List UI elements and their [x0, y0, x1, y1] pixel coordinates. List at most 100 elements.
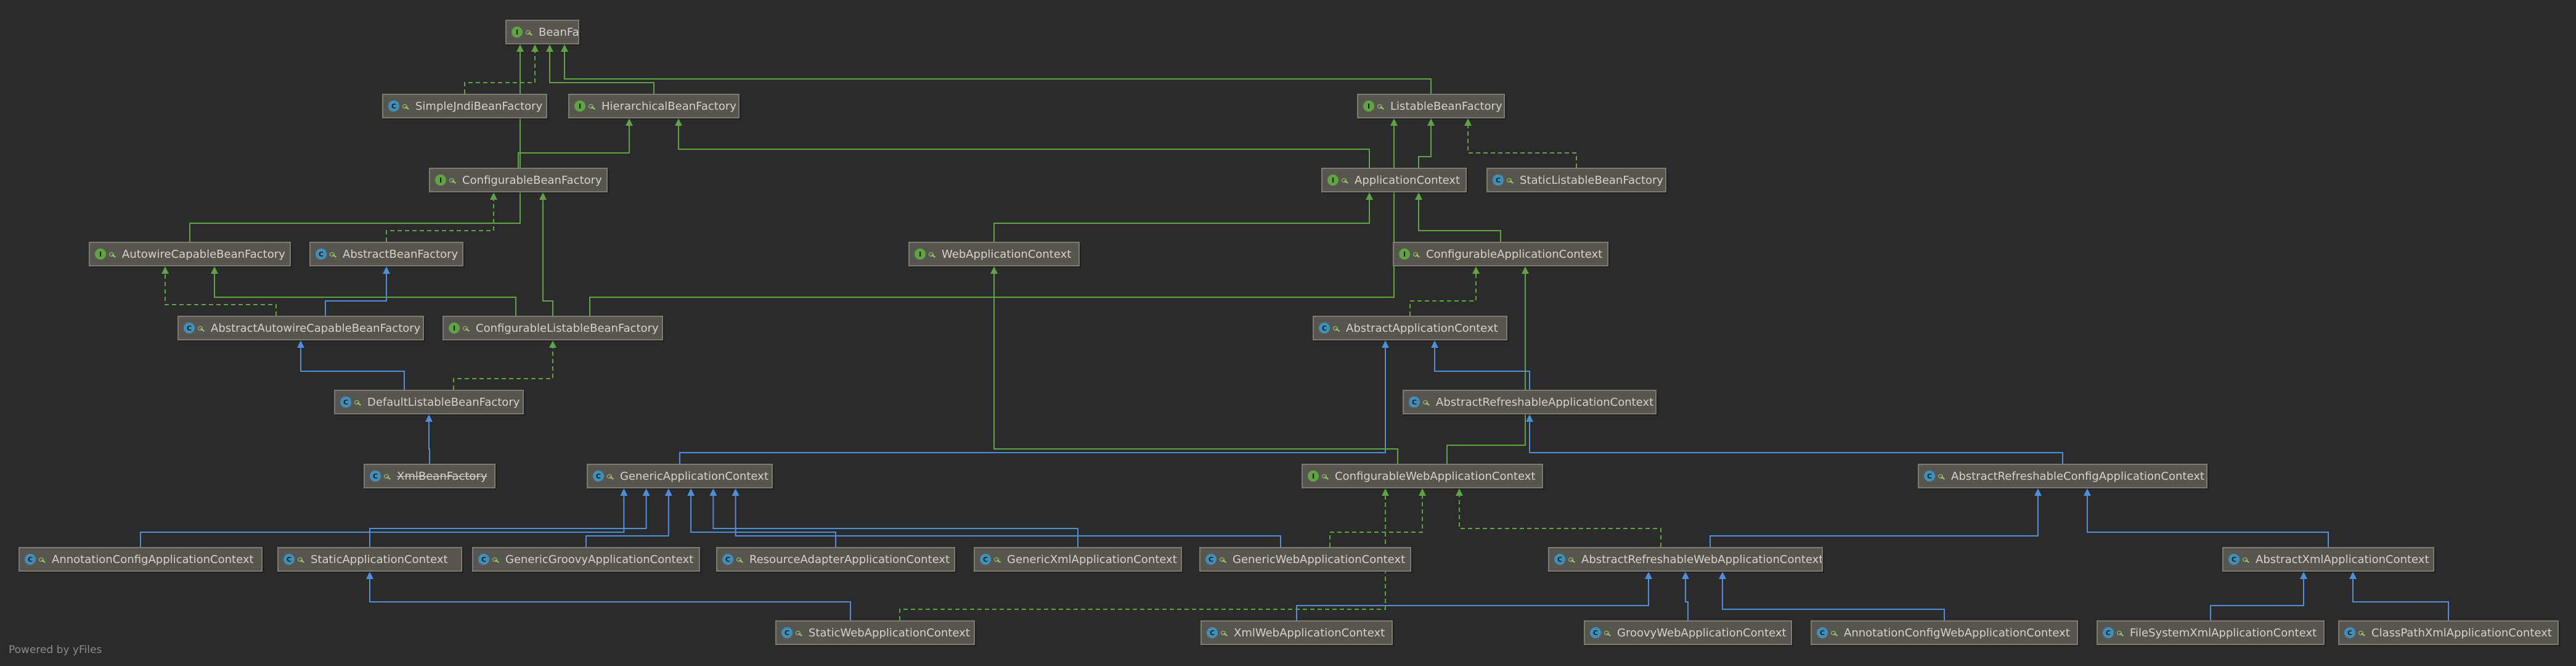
public-visibility-icon [1377, 104, 1384, 109]
public-visibility-icon [929, 252, 935, 257]
class-icon: C [340, 397, 351, 408]
node-label: StaticListableBeanFactory [1520, 173, 1664, 187]
edge-listable-bean-factory-to-bean-factory [561, 44, 1432, 94]
node-label: AbstractBeanFactory [343, 247, 459, 261]
edge-configurable-web-application-context-to-web-application-context [990, 266, 1398, 464]
interface-icon: I [1399, 249, 1410, 260]
public-visibility-icon [39, 557, 46, 562]
edge-abstract-refreshable-web-application-context-to-configurable-web-application-context [1456, 488, 1661, 547]
public-visibility-icon [2117, 630, 2124, 636]
public-visibility-icon [736, 557, 743, 562]
edge-static-web-application-context-to-static-application-context [366, 572, 851, 620]
class-icon: C [2103, 627, 2114, 638]
interface-icon: I [512, 27, 523, 38]
class-icon: C [2344, 627, 2355, 638]
public-visibility-icon [109, 252, 116, 257]
node-label: DefaultListableBeanFactory [367, 395, 520, 409]
edge-abstract-refreshable-web-application-context-to-abstract-refreshable-config-application-context [1710, 488, 2042, 547]
node-class-path-xml-application-context[interactable]: C ClassPathXmlApplicationContext [2338, 620, 2559, 645]
node-listable-bean-factory[interactable]: I ListableBeanFactory [1357, 94, 1505, 118]
edge-configurable-bean-factory-to-hierarchical-bean-factory [518, 118, 633, 168]
edge-abstract-autowire-capable-bean-factory-to-abstract-bean-factory [325, 266, 390, 316]
edge-abstract-autowire-capable-bean-factory-to-autowire-capable-bean-factory [161, 266, 277, 316]
node-generic-groovy-application-context[interactable]: C GenericGroovyApplicationContext [472, 547, 700, 572]
class-icon: C [1554, 554, 1565, 565]
class-icon: C [722, 554, 733, 565]
public-visibility-icon [463, 326, 470, 331]
node-web-application-context[interactable]: I WebApplicationContext [908, 242, 1080, 266]
node-label: AbstractRefreshableApplicationContext [1436, 395, 1654, 409]
public-visibility-icon [1831, 630, 1838, 636]
public-visibility-icon [994, 557, 1001, 562]
edge-generic-web-application-context-to-configurable-web-application-context [1329, 488, 1426, 547]
class-icon: C [316, 249, 327, 260]
class-icon: C [478, 554, 489, 565]
node-abstract-bean-factory[interactable]: C AbstractBeanFactory [309, 242, 463, 266]
node-label: AbstractRefreshableConfigApplicationCont… [1951, 469, 2204, 483]
edge-generic-application-context-to-abstract-application-context [679, 340, 1389, 464]
edge-default-listable-bean-factory-to-abstract-autowire-capable-bean-factory [297, 340, 405, 390]
edge-xml-web-application-context-to-abstract-refreshable-web-application-context [1296, 572, 1652, 620]
class-icon: C [781, 627, 793, 638]
node-bean-factory[interactable]: IBeanFactory [505, 20, 579, 44]
node-label: GenericGroovyApplicationContext [505, 553, 694, 566]
class-icon: C [1817, 627, 1828, 638]
node-label: ListableBeanFactory [1390, 99, 1502, 113]
edge-annotation-config-application-context-to-generic-application-context [140, 488, 628, 547]
edge-abstract-refreshable-config-application-context-to-abstract-refreshable-application-context [1526, 414, 2063, 464]
node-label: XmlBeanFactory [397, 469, 487, 483]
interface-icon: I [915, 249, 926, 260]
node-label: AbstractAutowireCapableBeanFactory [211, 321, 421, 335]
class-icon: C [1207, 627, 1218, 638]
edge-configurable-listable-bean-factory-to-listable-bean-factory [589, 118, 1398, 316]
edge-abstract-xml-application-context-to-abstract-refreshable-config-application-context [2084, 488, 2329, 547]
node-label: ConfigurableWebApplicationContext [1335, 469, 1536, 483]
edge-generic-web-application-context-to-generic-application-context [732, 488, 1281, 547]
edge-configurable-application-context-to-application-context [1415, 192, 1501, 242]
public-visibility-icon [796, 630, 802, 636]
public-visibility-icon [589, 104, 595, 109]
public-visibility-icon [2358, 630, 2365, 636]
class-icon: C [370, 471, 381, 482]
node-label: WebApplicationContext [942, 247, 1072, 261]
node-label: AbstractXmlApplicationContext [2256, 553, 2429, 566]
node-label: ClassPathXmlApplicationContext [2371, 626, 2552, 639]
node-label: AutowireCapableBeanFactory [122, 247, 285, 261]
class-icon: C [1590, 627, 1601, 638]
interface-icon: I [574, 101, 585, 112]
edge-class-path-xml-application-context-to-abstract-xml-application-context [2349, 572, 2449, 620]
interface-icon: I [1363, 101, 1374, 112]
public-visibility-icon [402, 104, 409, 109]
node-default-listable-bean-factory[interactable]: C DefaultListableBeanFactory [334, 390, 524, 414]
node-xml-bean-factory[interactable]: C XmlBeanFactory [364, 464, 495, 488]
interface-icon: I [449, 323, 460, 334]
